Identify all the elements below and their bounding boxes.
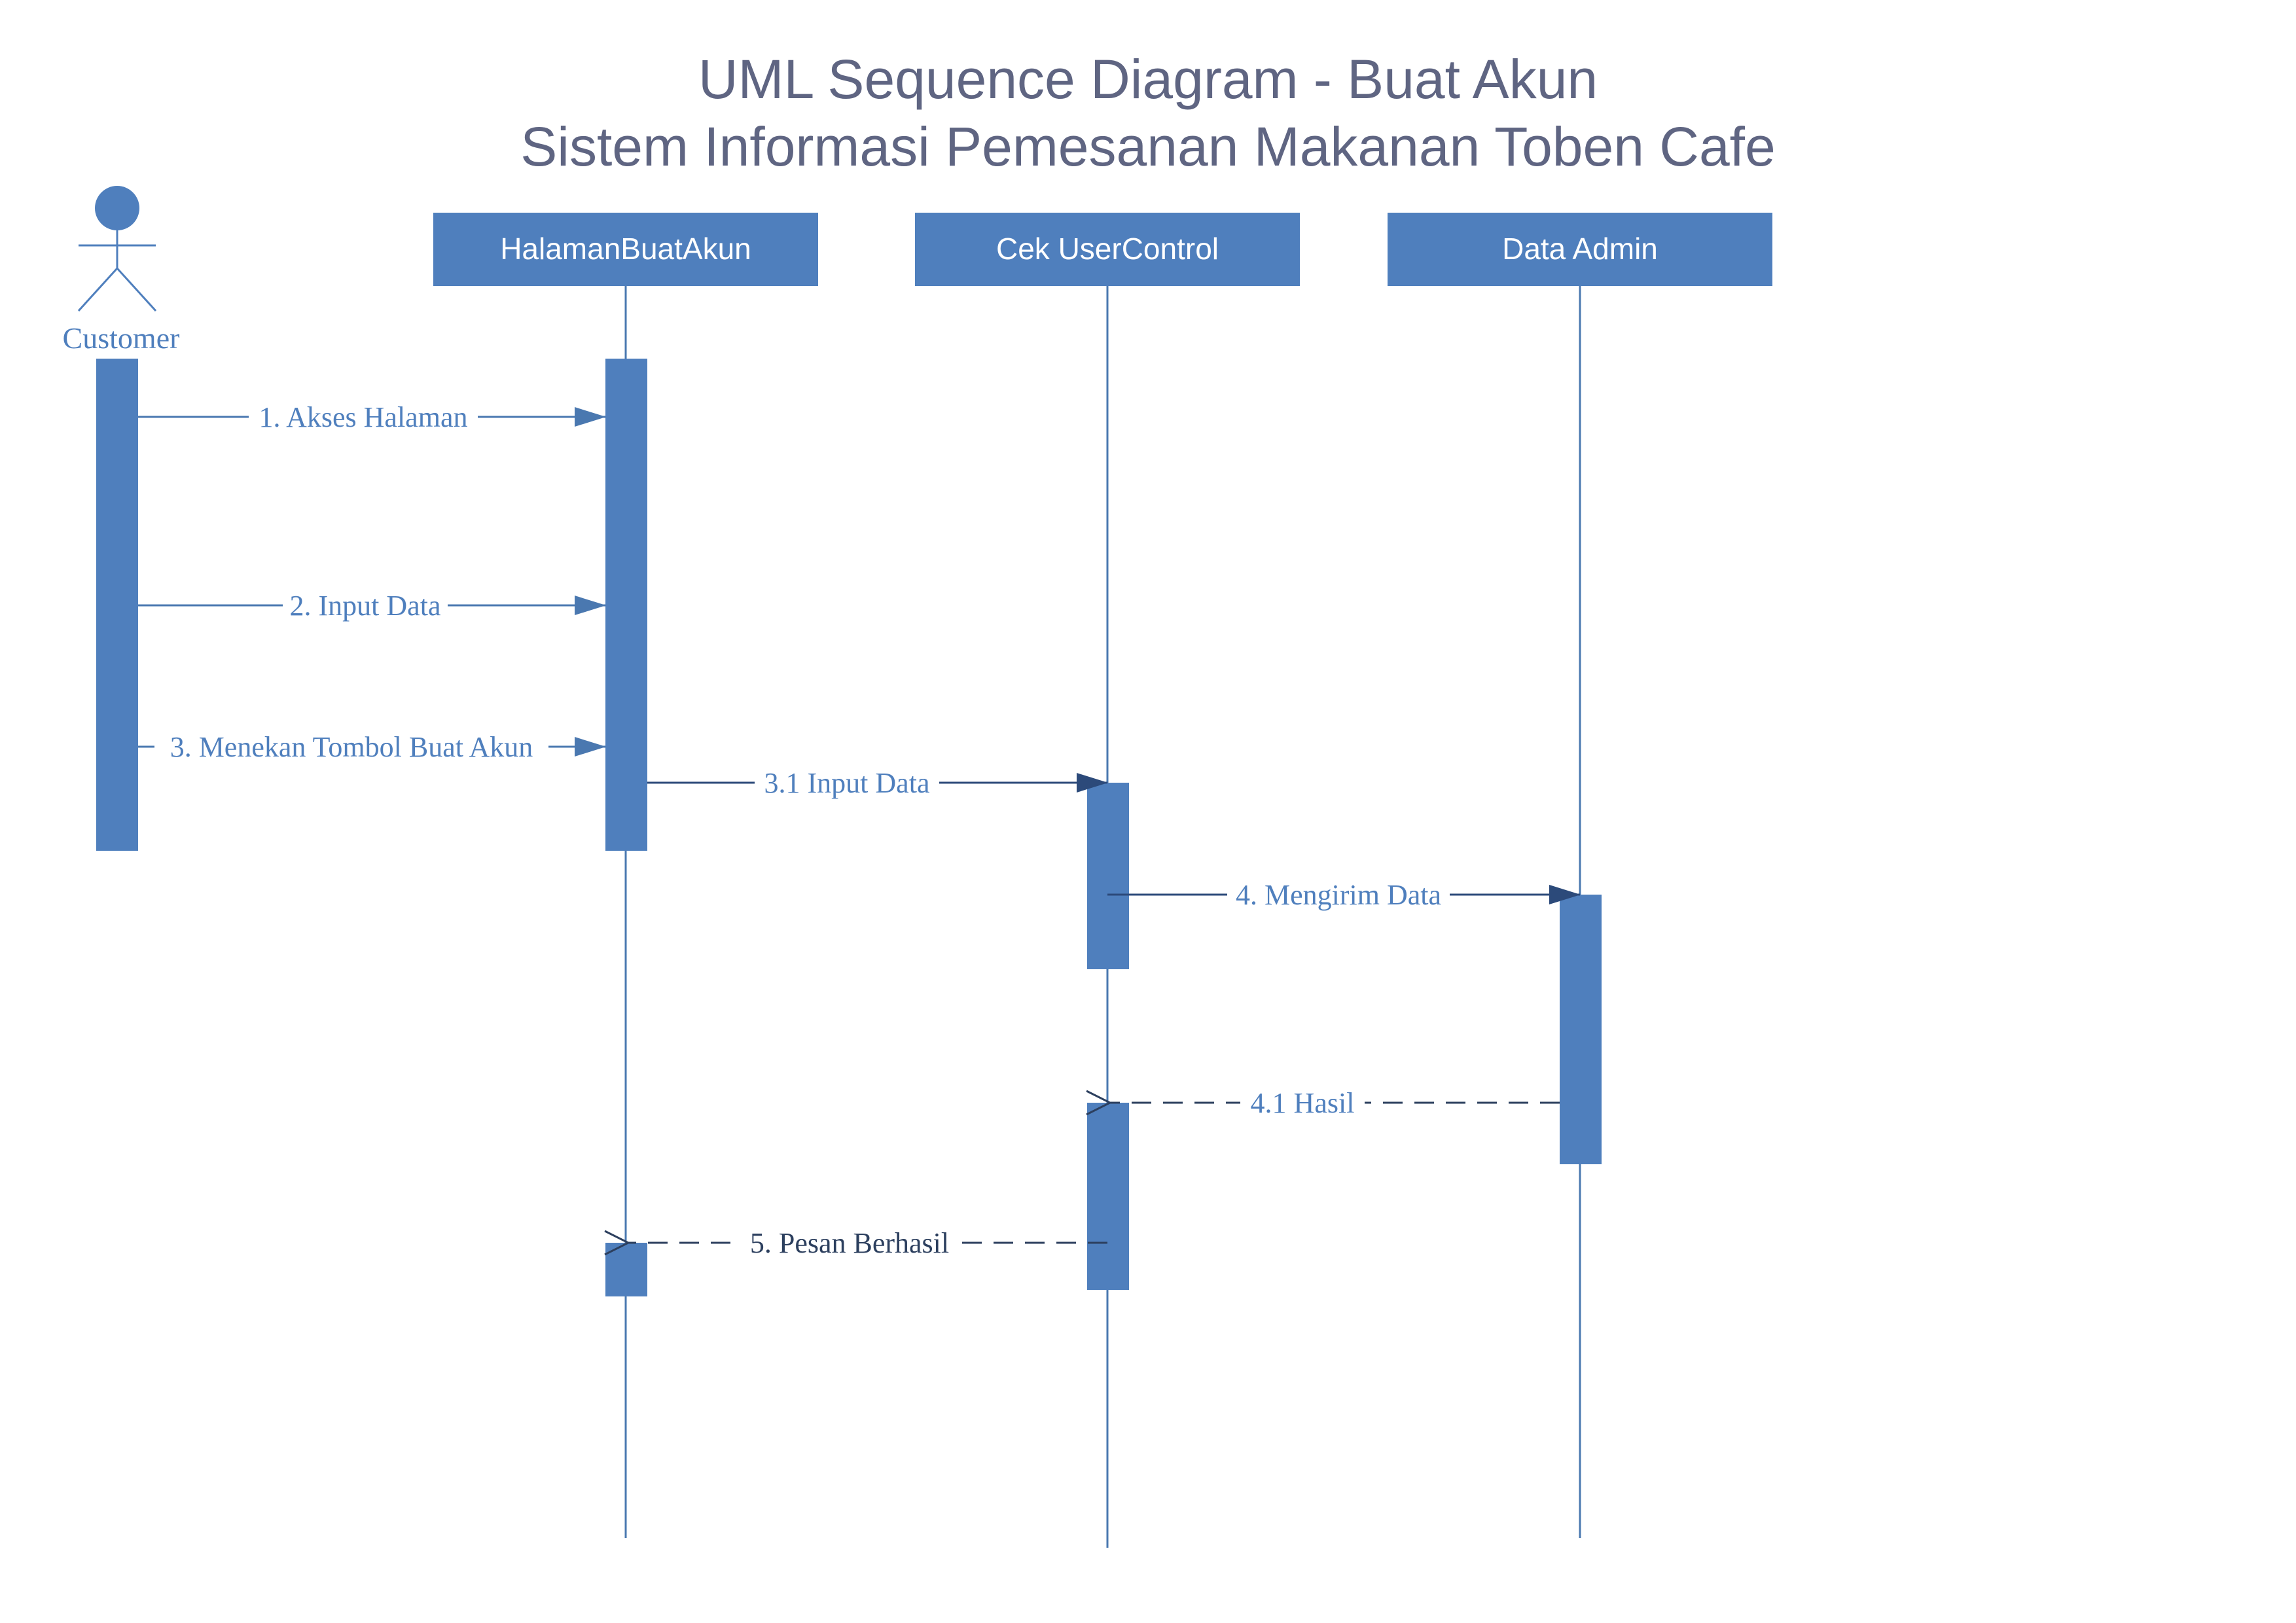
participant-data-admin: Data Admin	[1388, 213, 1772, 286]
participant-box	[915, 213, 1300, 286]
message-3-1: 3.1 Input Data	[647, 762, 1108, 799]
message-label: 4.1 Hasil	[1251, 1087, 1355, 1119]
activation-control-1	[1087, 783, 1129, 969]
message-label: 2. Input Data	[290, 590, 441, 622]
message-label-bg	[738, 1222, 961, 1258]
participant-box	[433, 213, 818, 286]
diagram-title-line2: Sistem Informasi Pemesanan Makanan Toben…	[520, 116, 1775, 177]
activation-customer	[96, 359, 138, 851]
participant-cek-user-control: Cek UserControl	[915, 213, 1300, 286]
actor-head	[95, 186, 139, 230]
message-label-bg	[755, 762, 939, 798]
diagram-title-line1: UML Sequence Diagram - Buat Akun	[698, 48, 1598, 110]
actor-customer: Customer	[63, 186, 180, 355]
message-label-bg	[283, 584, 448, 621]
participant-halaman-buat-akun: HalamanBuatAkun	[433, 213, 818, 286]
message-label-bg	[1227, 874, 1450, 910]
message-label-bg	[249, 396, 478, 433]
activation-admin	[1560, 895, 1602, 1164]
actor-leg-left	[77, 267, 118, 312]
message-label: 3. Menekan Tombol Buat Akun	[170, 731, 533, 763]
participant-box	[1388, 213, 1772, 286]
actor-leg-right	[116, 267, 157, 312]
message-label-bg	[1240, 1082, 1365, 1118]
participant-label: Cek UserControl	[996, 232, 1219, 266]
message-2: 2. Input Data	[138, 584, 606, 622]
message-label: 4. Mengirim Data	[1236, 879, 1441, 911]
activation-control-2	[1087, 1103, 1129, 1290]
actor-label: Customer	[63, 321, 180, 355]
message-4-1: 4.1 Hasil	[1110, 1082, 1560, 1119]
message-3: 3. Menekan Tombol Buat Akun	[138, 726, 606, 763]
activation-halaman-2	[605, 1243, 647, 1296]
message-label: 5. Pesan Berhasil	[750, 1227, 949, 1259]
participant-label: HalamanBuatAkun	[500, 232, 751, 266]
message-5: 5. Pesan Berhasil	[628, 1222, 1107, 1259]
activation-halaman-1	[605, 359, 647, 851]
message-4: 4. Mengirim Data	[1107, 874, 1581, 911]
message-label-bg	[154, 726, 548, 762]
message-1: 1. Akses Halaman	[138, 396, 606, 433]
message-label: 1. Akses Halaman	[259, 401, 468, 433]
participant-label: Data Admin	[1502, 232, 1658, 266]
message-label: 3.1 Input Data	[764, 767, 930, 799]
